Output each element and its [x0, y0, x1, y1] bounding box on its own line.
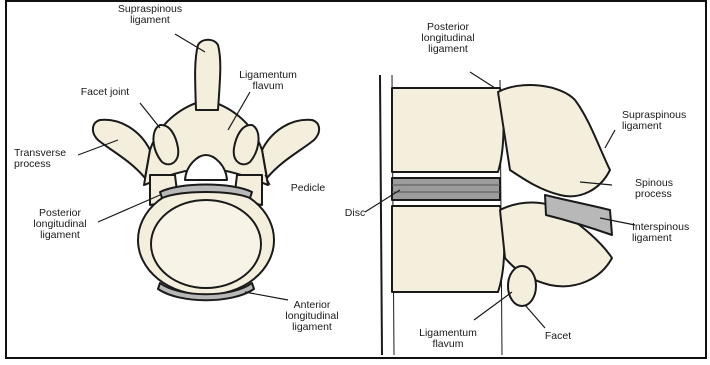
spinous-process: [195, 40, 220, 110]
intervertebral-disc: [392, 178, 500, 200]
label-pedicle: Pedicle: [291, 183, 325, 194]
label-interspinous: Interspinous ligament: [632, 222, 689, 244]
label-disc: Disc: [345, 208, 365, 219]
label-spinous-process: Spinous process: [635, 178, 673, 200]
upper-vertebral-body: [392, 88, 504, 172]
label-facet: Facet: [545, 331, 571, 342]
lower-vertebral-body: [392, 206, 504, 292]
label-posterior-longitudinal-left: Posterior longitudinal ligament: [33, 208, 86, 241]
label-supraspinous-left: Supraspinous ligament: [118, 4, 182, 26]
label-ligamentum-flavum-right: Ligamentum flavum: [419, 328, 477, 350]
right-transverse-process: [262, 120, 319, 178]
facet-knob: [508, 266, 536, 306]
left-transverse-process: [93, 120, 150, 178]
label-ligamentum-flavum-left: Ligamentum flavum: [239, 70, 297, 92]
vertebral-body-inner: [151, 200, 261, 288]
label-anterior-longitudinal: Anterior longitudinal ligament: [285, 300, 338, 333]
label-facet-joint: Facet joint: [81, 87, 129, 98]
label-transverse-process: Transverse process: [14, 148, 66, 170]
label-supraspinous-right: Supraspinous ligament: [622, 110, 686, 132]
label-posterior-longitudinal-right: Posterior longitudinal ligament: [421, 22, 474, 55]
